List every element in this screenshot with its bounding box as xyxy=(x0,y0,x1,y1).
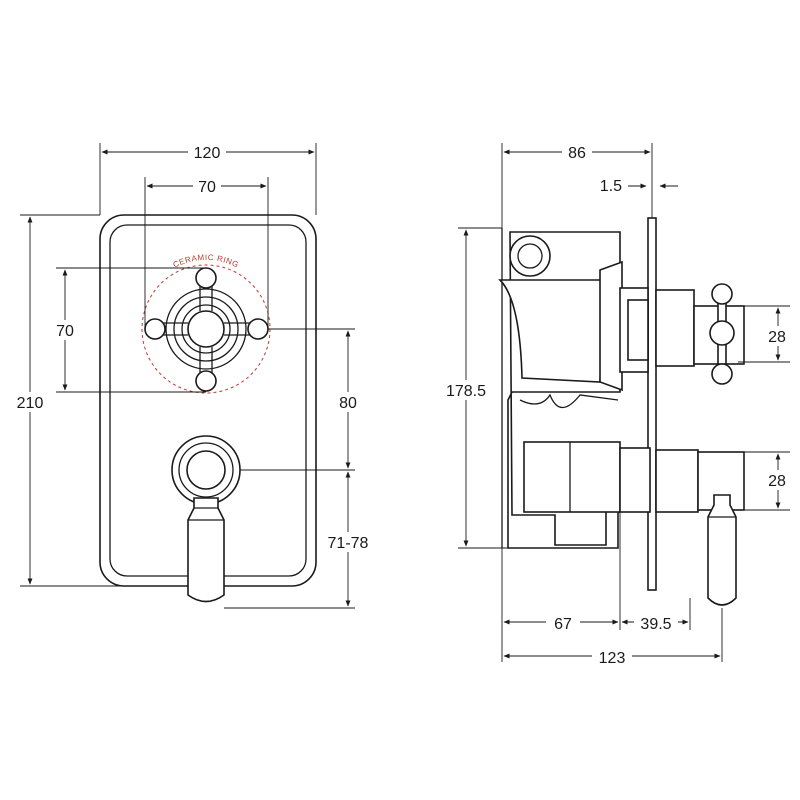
upper-handle-knob-top xyxy=(711,283,733,305)
dim-plate-thickness: 1.5 xyxy=(600,178,622,195)
handle-knob-right xyxy=(247,318,269,340)
front-view: CERAMIC RING xyxy=(12,142,376,609)
valve-shoulder xyxy=(498,279,605,383)
handle-knob-left xyxy=(144,318,166,340)
lower-spindle-sleeve xyxy=(655,449,699,513)
side-view: 86 1.5 178.5 28 28 67 39.5 123 xyxy=(438,142,792,667)
dim-upper-spindle: 28 xyxy=(768,329,786,346)
dim-wall-to-plate: 67 xyxy=(554,616,572,633)
dim-handle-span: 70 xyxy=(198,179,216,196)
dim-lower-spindle: 28 xyxy=(768,473,786,490)
cover-plate xyxy=(647,217,657,591)
handle-knob-top xyxy=(195,267,217,289)
dim-lever-drop: 71-78 xyxy=(328,535,369,552)
upper-handle-knob-bottom xyxy=(711,363,733,385)
dim-handle-height: 70 xyxy=(56,323,74,340)
upper-spindle-sleeve xyxy=(655,289,695,367)
lower-spindle-base xyxy=(619,447,651,513)
handle-knob-bottom xyxy=(195,370,217,392)
lever-handle xyxy=(171,435,241,603)
dim-centres: 80 xyxy=(339,395,357,412)
dim-depth: 86 xyxy=(568,145,586,162)
lower-cartridge-housing xyxy=(523,441,621,513)
dim-width-overall: 120 xyxy=(194,145,221,162)
dim-overall-projection: 123 xyxy=(599,650,626,667)
dim-body-height: 178.5 xyxy=(446,383,486,400)
dim-plate-to-handle: 39.5 xyxy=(640,616,671,633)
lower-lever-profile xyxy=(707,494,737,606)
valve-inlet-port xyxy=(509,235,551,277)
upper-handle-hub xyxy=(709,320,735,346)
dim-height-overall: 210 xyxy=(17,395,44,412)
